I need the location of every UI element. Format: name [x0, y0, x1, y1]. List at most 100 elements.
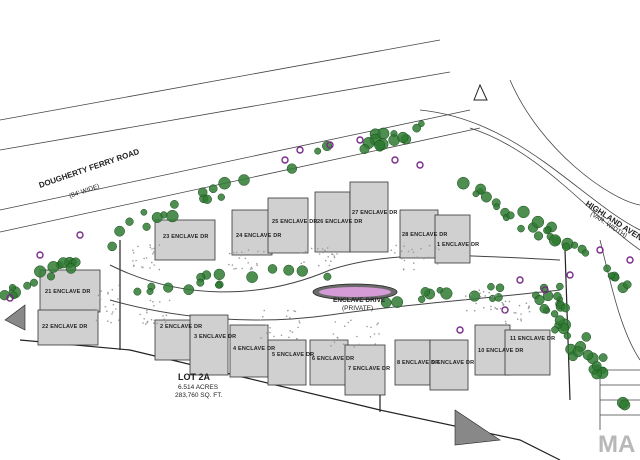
gravel-dot: [437, 248, 440, 251]
gravel-dot: [107, 293, 109, 295]
gravel-dot: [152, 300, 154, 303]
gravel-dot: [464, 298, 467, 301]
house-label: 21 ENCLAVE DR: [45, 289, 91, 295]
gravel-dot: [150, 318, 153, 321]
tree: [65, 263, 77, 274]
gravel-dot: [466, 309, 468, 312]
enclave-drive-road: [109, 255, 561, 321]
house-label: 11 ENCLAVE DR: [510, 336, 555, 342]
gravel-dot: [240, 254, 242, 257]
gravel-dot: [99, 297, 101, 300]
gravel-dot: [401, 257, 403, 260]
gravel-patches: [94, 244, 531, 348]
gravel-dot: [298, 320, 301, 322]
gravel-dot: [238, 257, 241, 259]
gravel-dot: [503, 312, 506, 314]
tree: [534, 294, 545, 306]
gravel-dot: [153, 322, 155, 325]
gravel-dot: [146, 309, 148, 312]
tree: [551, 326, 559, 334]
building: [394, 339, 431, 386]
tree: [142, 222, 151, 231]
house-label: 10 ENCLAVE DR: [478, 348, 524, 354]
gravel-dot: [403, 259, 406, 262]
gravel-dot: [233, 268, 235, 270]
gravel-dot: [330, 260, 332, 263]
gravel-dot: [356, 335, 358, 338]
gravel-dot: [337, 337, 339, 339]
gravel-dot: [163, 318, 165, 321]
gravel-dot: [294, 310, 297, 313]
gravel-dot: [241, 267, 243, 270]
gravel-dot: [151, 261, 153, 264]
gravel-dot: [378, 333, 380, 335]
gravel-dot: [334, 321, 337, 323]
tree: [457, 176, 470, 190]
gravel-dot: [515, 312, 517, 314]
building: [504, 329, 551, 376]
gravel-dot: [473, 310, 476, 312]
center-island-planting: [319, 287, 391, 297]
tree: [267, 264, 278, 274]
tree: [440, 287, 453, 300]
gravel-dot: [257, 250, 259, 253]
gravel-dot: [344, 325, 346, 328]
gravel-dot: [269, 331, 271, 334]
tree: [468, 290, 481, 302]
gravel-dot: [149, 299, 152, 302]
gravel-dot: [479, 292, 481, 295]
gravel-dot: [107, 320, 109, 323]
gravel-dot: [333, 341, 336, 344]
tree: [217, 193, 225, 201]
gravel-dot: [402, 268, 405, 271]
gravel-dot: [156, 322, 158, 325]
gravel-dot: [479, 295, 482, 298]
gravel-dot: [146, 311, 148, 314]
gravel-dot: [288, 336, 290, 339]
tree: [506, 211, 515, 220]
gravel-dot: [366, 325, 368, 328]
tree: [196, 278, 205, 287]
tree: [208, 184, 218, 194]
gravel-dot: [326, 247, 329, 249]
house-label: 5 ENCLAVE DR: [272, 352, 314, 358]
gravel-dot: [244, 257, 247, 260]
building: [231, 209, 273, 256]
gravel-dot: [111, 288, 114, 291]
gravel-dot: [317, 248, 319, 250]
gravel-dot: [94, 308, 97, 311]
tree: [531, 215, 545, 229]
gravel-dot: [291, 331, 294, 334]
gravel-dot: [269, 327, 271, 329]
building: [267, 197, 309, 254]
gravel-dot: [159, 301, 161, 303]
house-label: 24 ENCLAVE DR: [236, 233, 282, 239]
tree: [563, 332, 571, 340]
tree: [133, 287, 142, 296]
tree: [561, 303, 570, 313]
gravel-dot: [499, 307, 502, 310]
gravel-dot: [358, 343, 360, 346]
building: [399, 209, 439, 259]
tree: [550, 310, 559, 318]
gravel-dot: [304, 250, 307, 253]
shrub: [36, 251, 44, 259]
gravel-dot: [153, 247, 155, 250]
tree: [480, 191, 492, 203]
gravel-dot: [483, 306, 485, 309]
gravel-dot: [149, 244, 151, 246]
gravel-dot: [303, 261, 305, 263]
gravel-dot: [142, 266, 144, 269]
house-labels: 21 ENCLAVE DR 22 ENCLAVE DR 23 ENCLAVE D…: [42, 210, 555, 372]
gravel-dot: [400, 250, 403, 252]
north-marker: [473, 83, 488, 101]
gravel-dot: [395, 244, 398, 247]
house-label: 8 ENCLAVE DR: [397, 360, 439, 366]
house-label: 26 ENCLAVE DR: [317, 219, 363, 225]
gravel-dot: [322, 251, 325, 254]
tree: [598, 353, 608, 362]
gravel-dot: [496, 308, 499, 310]
gravel-dot: [413, 262, 415, 264]
gravel-dot: [104, 305, 107, 308]
gravel-dot: [165, 319, 167, 322]
